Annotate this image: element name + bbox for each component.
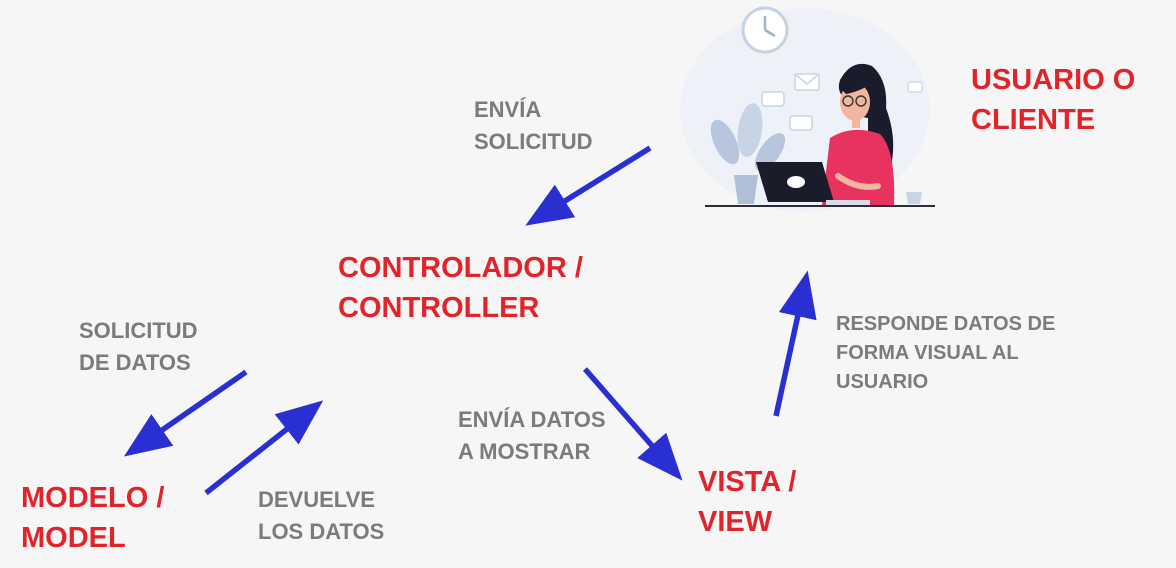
model-label: MODELO / MODEL <box>21 482 165 555</box>
laptop-icon <box>756 162 870 205</box>
arrow-user-to-controller <box>525 145 652 226</box>
plant-icon <box>710 103 786 204</box>
chat-bubble-icon <box>761 91 785 107</box>
woman-at-laptop-icon <box>680 6 935 212</box>
controller-label: CONTROLADOR / CONTROLLER <box>338 252 583 325</box>
arrow-view-to-user <box>773 270 817 417</box>
view-label: VISTA / VIEW <box>698 466 797 539</box>
send-data-to-show-note: ENVÍA DATOS A MOSTRAR <box>458 407 606 464</box>
data-request-note: SOLICITUD DE DATOS <box>79 318 198 375</box>
woman-figure <box>822 63 895 205</box>
mail-icon <box>794 73 820 91</box>
user-label: USUARIO O CLIENTE <box>971 64 1136 137</box>
arrow-controller-to-view <box>582 367 683 481</box>
send-request-note: ENVÍA SOLICITUD <box>474 97 593 154</box>
cup-icon <box>906 192 922 204</box>
arrow-model-to-controller <box>204 400 324 496</box>
chat-bubble-icon <box>789 115 813 131</box>
return-data-note: DEVUELVE LOS DATOS <box>258 487 385 544</box>
arrow-controller-to-model <box>123 369 248 457</box>
respond-visual-note: RESPONDE DATOS DE FORMA VISUAL AL USUARI… <box>836 313 1056 393</box>
